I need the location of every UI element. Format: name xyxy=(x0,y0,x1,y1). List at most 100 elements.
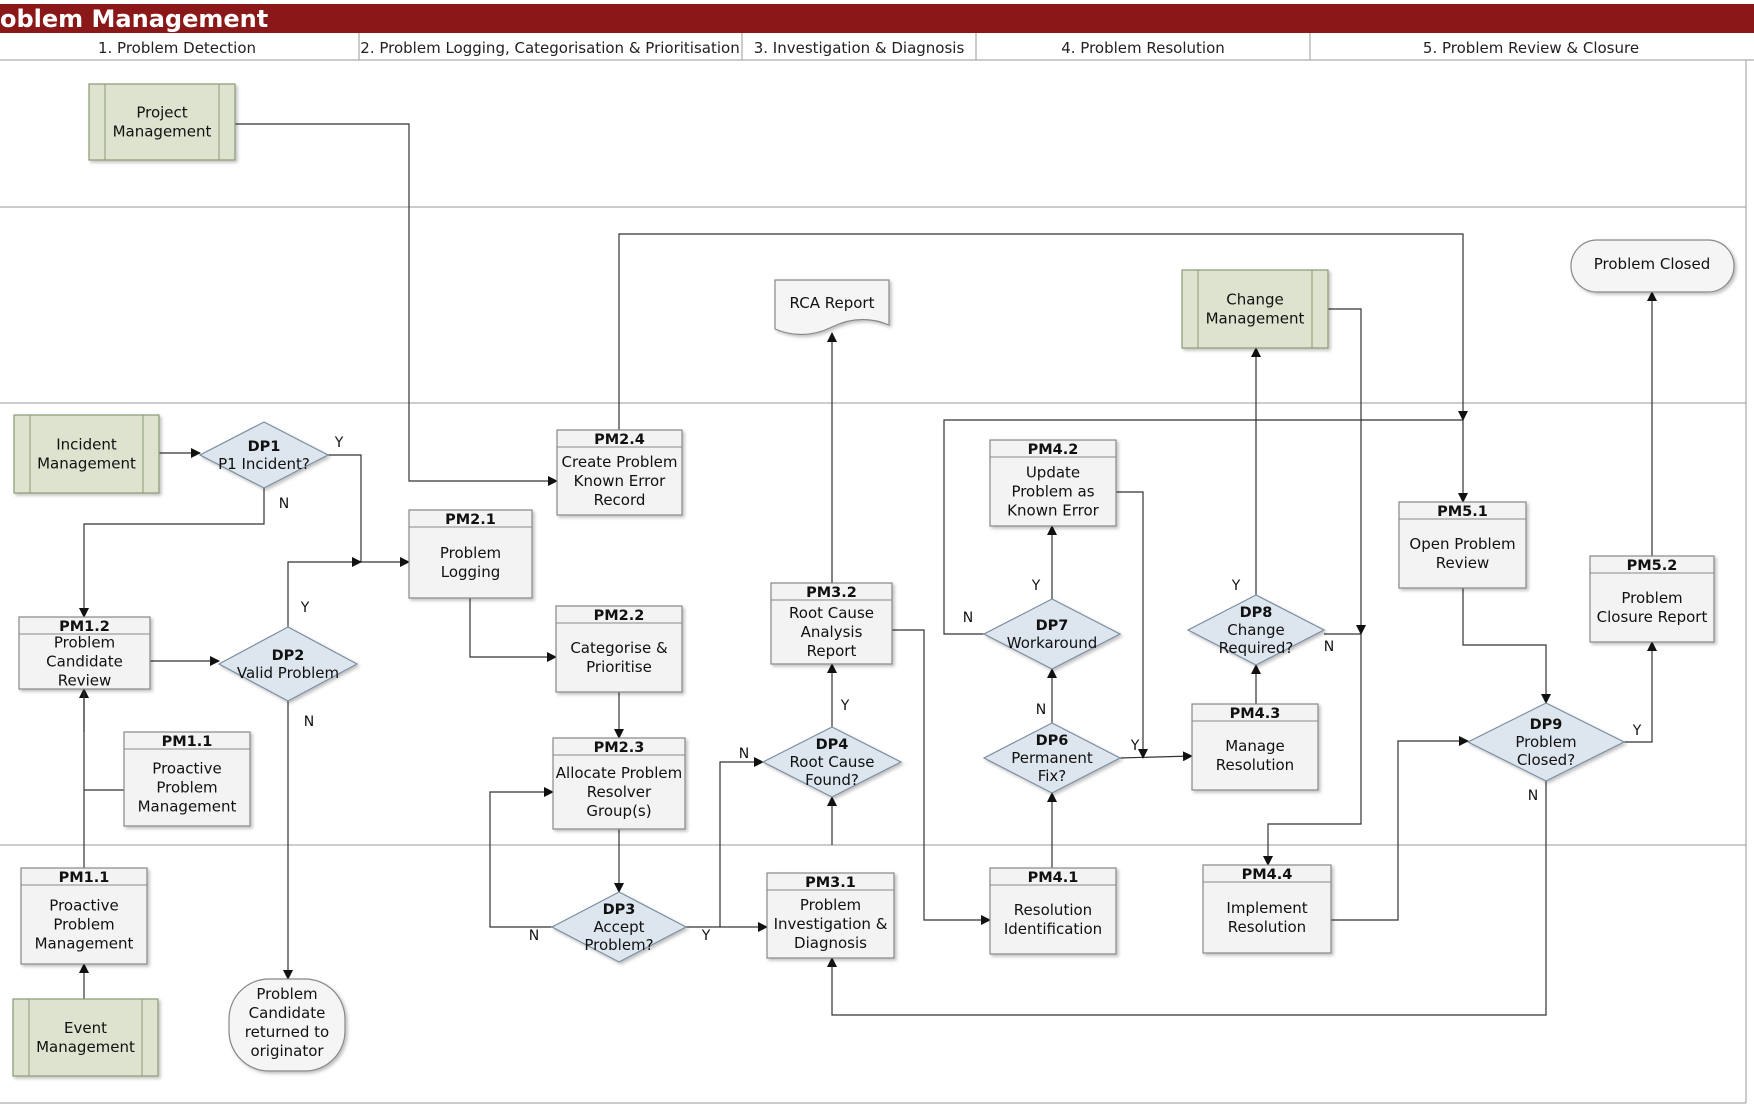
process-label: Analysis xyxy=(801,623,863,641)
process-label: Create Problem xyxy=(562,453,678,471)
process-label: Investigation & xyxy=(774,915,888,933)
terminator-label: Problem Closed xyxy=(1594,255,1710,273)
decision-id: DP1 xyxy=(248,439,281,455)
branch-label-yes: Y xyxy=(1231,578,1241,594)
flow-connector xyxy=(719,757,764,927)
decision-label: Change xyxy=(1227,621,1284,639)
terminator-label: originator xyxy=(250,1042,324,1060)
flow-connector xyxy=(892,629,991,925)
process-label: Problem xyxy=(440,544,501,562)
process-label: Proactive xyxy=(49,897,118,915)
process-id: PM4.2 xyxy=(1028,442,1079,458)
decision-label: Problem xyxy=(1515,733,1576,751)
process-label: Problem xyxy=(1621,589,1682,607)
branch-label-yes: Y xyxy=(701,928,711,944)
process-label: Review xyxy=(1436,554,1490,572)
process-id: PM1.1 xyxy=(162,734,213,750)
terminator-label: Candidate xyxy=(249,1004,326,1022)
terminator-label: Problem xyxy=(256,985,317,1003)
process-id: PM2.3 xyxy=(594,740,645,756)
process-label: Proactive xyxy=(152,760,221,778)
flow-connector xyxy=(1116,491,1148,759)
branch-label-yes: Y xyxy=(1632,723,1642,739)
external-label: Management xyxy=(113,123,212,141)
decision-id: DP8 xyxy=(1240,605,1273,621)
diagram-title: oblem Management xyxy=(0,5,268,33)
branch-label-no: N xyxy=(739,746,749,762)
flow-connector xyxy=(79,488,265,618)
decision-id: DP2 xyxy=(272,648,305,664)
process-label: Implement xyxy=(1226,899,1307,917)
process-label: Problem xyxy=(800,896,861,914)
terminator-label: returned to xyxy=(245,1023,329,1041)
phase-5-label: 5. Problem Review & Closure xyxy=(1423,39,1639,57)
branch-label-no: N xyxy=(1036,702,1046,718)
decision-label: Found? xyxy=(805,771,859,789)
process-label: Categorise & xyxy=(570,639,668,657)
process-label: Closure Report xyxy=(1597,608,1708,626)
swimlane-dividers xyxy=(0,60,1747,1104)
process-id: PM1.2 xyxy=(59,619,110,635)
external-label: Change xyxy=(1226,291,1283,309)
process-label: Resolution xyxy=(1228,918,1306,936)
phase-2-label: 2. Problem Logging, Categorisation & Pri… xyxy=(360,39,739,57)
flow-connector xyxy=(1119,751,1193,762)
process-label: Problem as xyxy=(1011,483,1094,501)
decision-label: Permanent xyxy=(1011,749,1093,767)
process-label: Report xyxy=(807,642,857,660)
process-label: Resolution xyxy=(1216,756,1294,774)
process-id: PM3.1 xyxy=(805,875,856,891)
terminator-problem-closed[interactable]: Problem Closed xyxy=(1570,239,1735,293)
branch-label-yes: Y xyxy=(1031,578,1041,594)
process-label: Allocate Problem xyxy=(556,764,682,782)
document-rca-report[interactable]: RCA Report xyxy=(774,279,890,336)
decision-label: Closed? xyxy=(1517,751,1575,769)
external-label: Management xyxy=(37,455,136,473)
process-label: Problem xyxy=(53,916,114,934)
decision-label: Problem? xyxy=(584,936,653,954)
process-id: PM4.3 xyxy=(1230,706,1281,722)
external-label: Incident xyxy=(56,436,117,454)
process-id: PM2.2 xyxy=(594,608,645,624)
process-id: PM4.4 xyxy=(1242,867,1293,883)
process-label: Review xyxy=(58,672,112,690)
external-label: Event xyxy=(64,1019,107,1037)
branch-label-no: N xyxy=(1324,639,1334,655)
process-id: PM5.2 xyxy=(1627,558,1678,574)
process-id: PM1.1 xyxy=(59,870,110,886)
process-label: Candidate xyxy=(46,653,123,671)
process-label: Root Cause xyxy=(789,604,874,622)
document-label: RCA Report xyxy=(790,294,875,312)
process-label: Management xyxy=(35,935,134,953)
